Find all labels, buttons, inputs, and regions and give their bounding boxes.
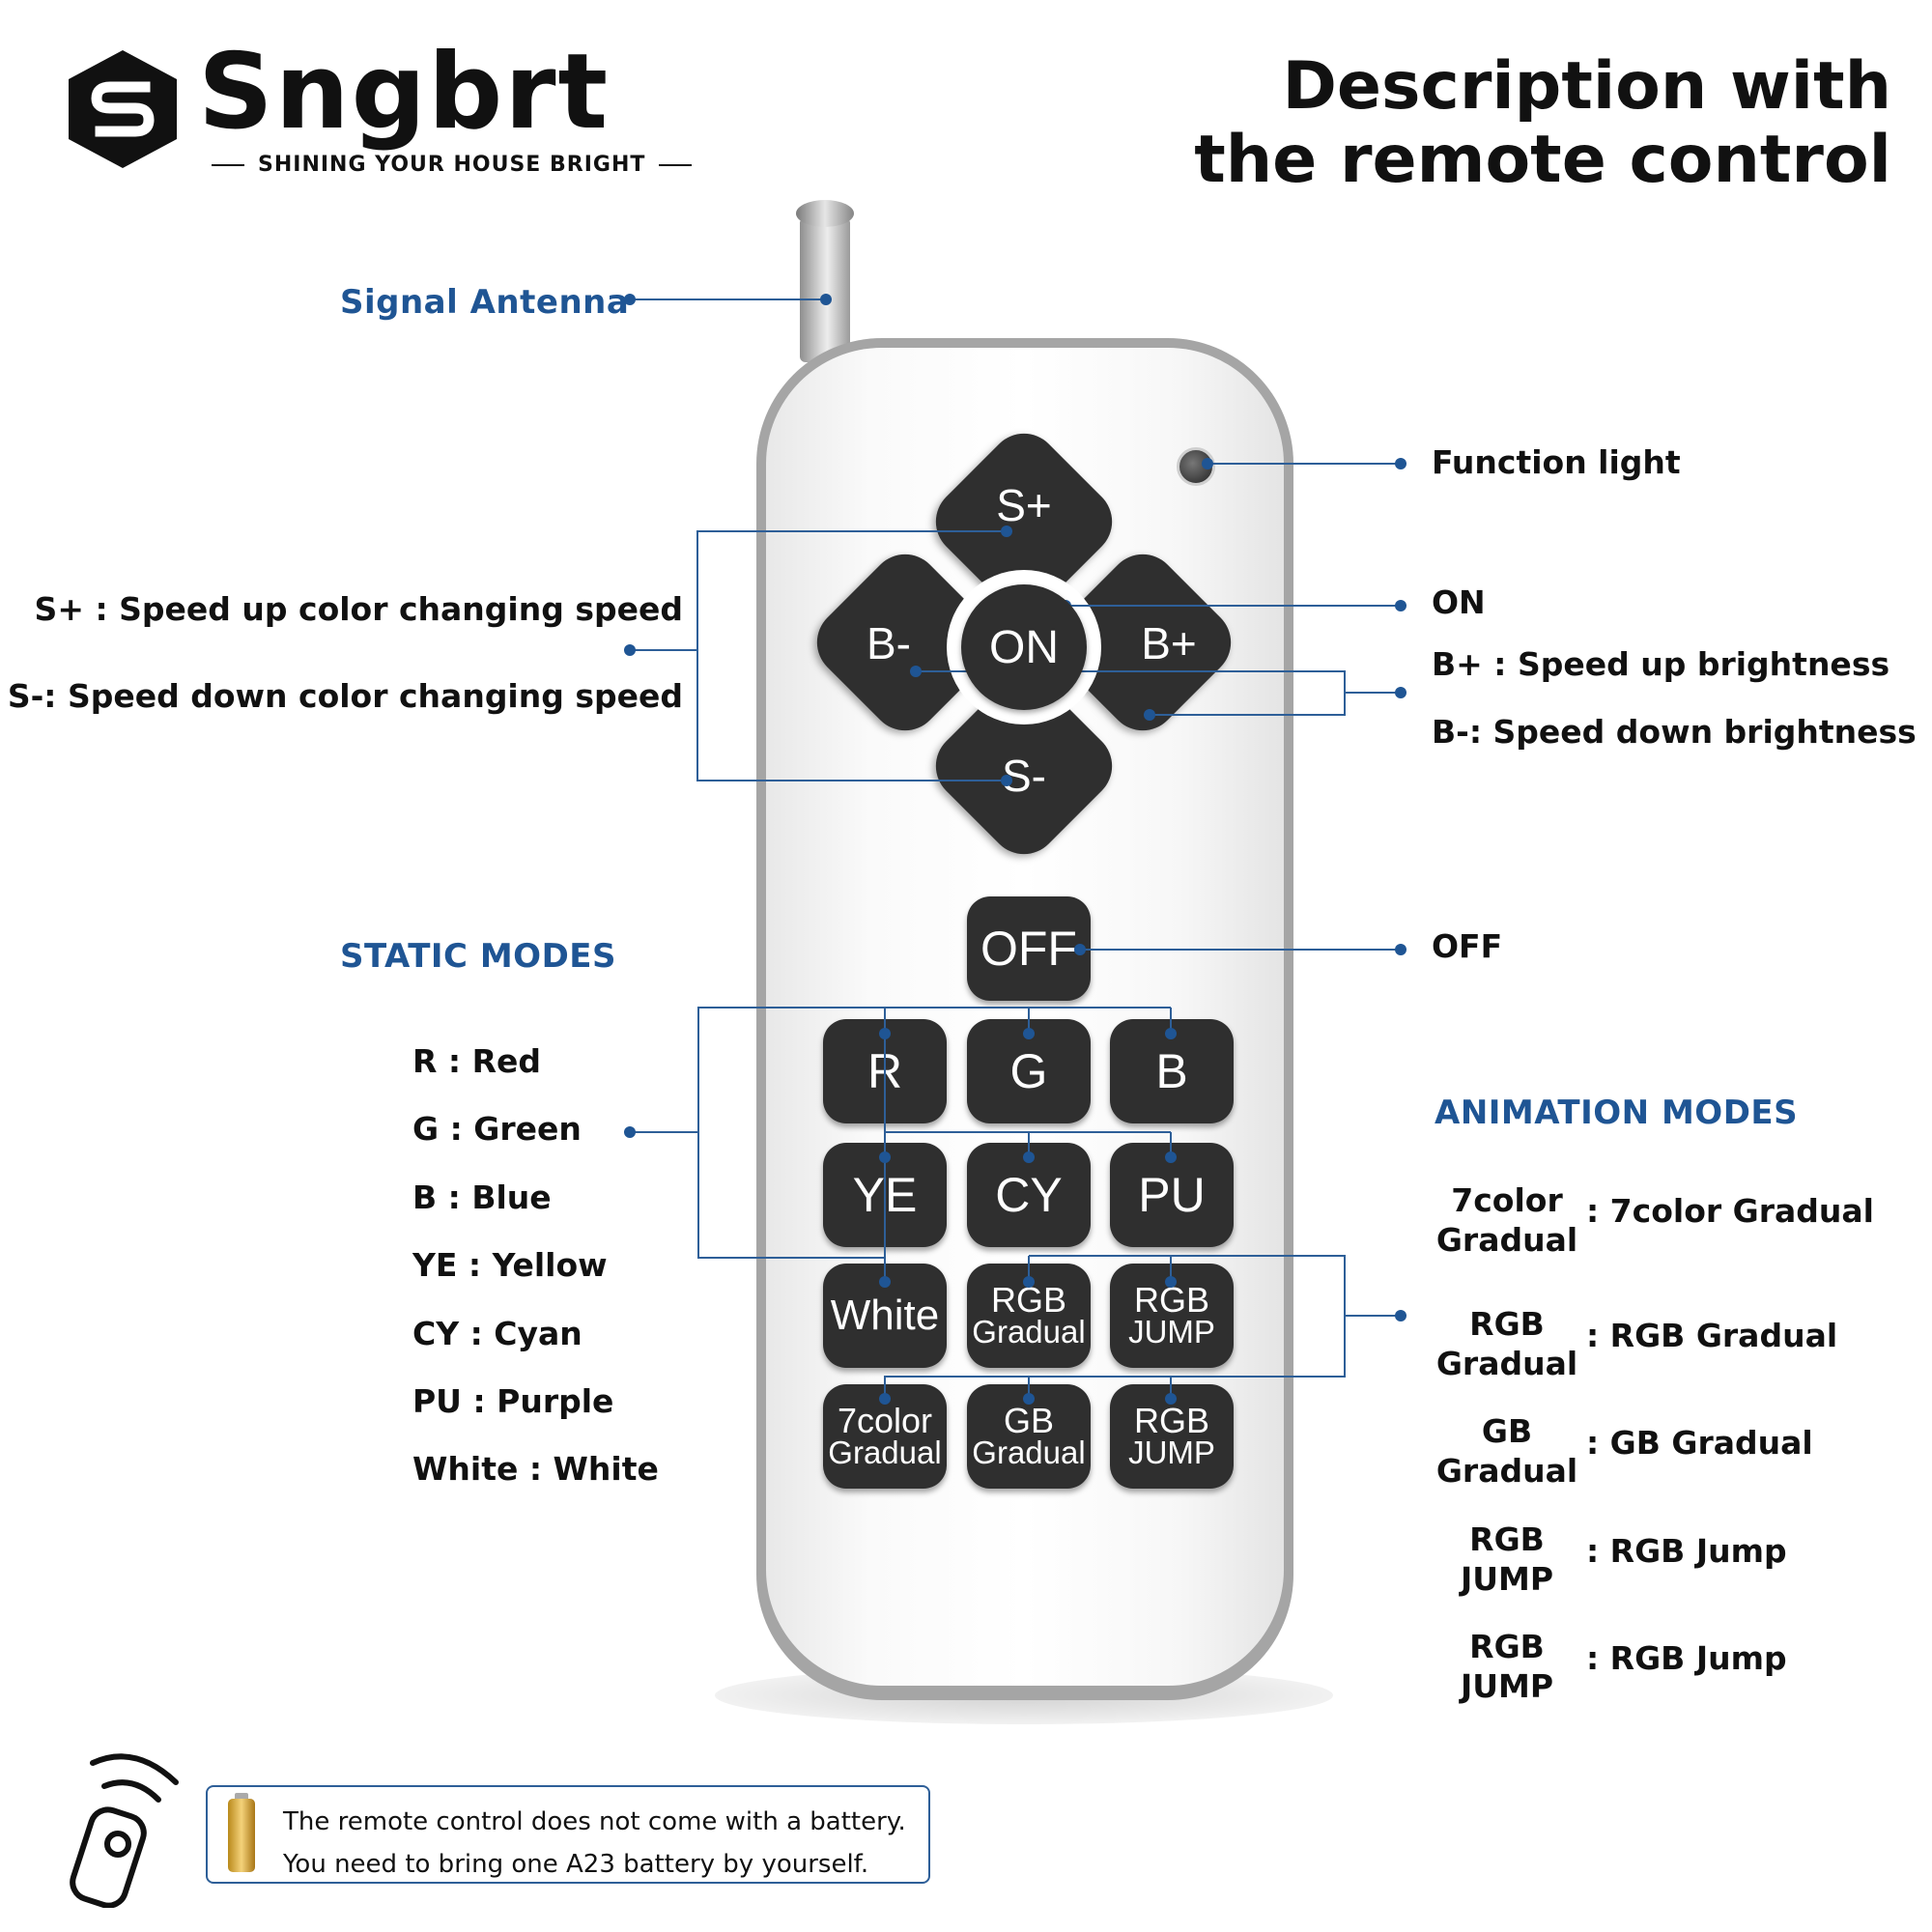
- on-label: ON: [1432, 583, 1486, 621]
- static-mode-item: B : Blue: [412, 1179, 552, 1216]
- s-minus-description: S-: Speed down color changing speed: [7, 677, 683, 715]
- blue-button[interactable]: B: [1110, 1019, 1234, 1123]
- notice-line-2: You need to bring one A23 battery by you…: [283, 1850, 869, 1879]
- static-mode-item: PU : Purple: [412, 1382, 614, 1420]
- battery-notice: [206, 1785, 930, 1884]
- remote-signal-icon: [70, 1753, 179, 1908]
- red-button[interactable]: R: [823, 1019, 947, 1123]
- on-button-label: ON: [989, 622, 1059, 673]
- b-minus-description: B-: Speed down brightness: [1432, 713, 1917, 751]
- s-minus-label: S-: [1002, 751, 1046, 801]
- green-button[interactable]: G: [967, 1019, 1091, 1123]
- animation-mode-desc: : RGB Gradual: [1586, 1317, 1838, 1354]
- static-mode-item: YE : Yellow: [412, 1246, 608, 1284]
- function-light-led: [1177, 447, 1215, 486]
- b-plus-description: B+ : Speed up brightness: [1432, 645, 1890, 683]
- headline-line-1: Description with: [1282, 48, 1891, 125]
- signal-antenna: [800, 217, 850, 362]
- antenna-tip: [796, 200, 854, 227]
- antenna-label: Signal Antenna: [340, 283, 630, 322]
- s-plus-label: S+: [996, 480, 1052, 530]
- purple-button[interactable]: PU: [1110, 1143, 1234, 1247]
- battery-icon: [228, 1799, 255, 1872]
- yellow-button[interactable]: YE: [823, 1143, 947, 1247]
- s-plus-description: S+ : Speed up color changing speed: [34, 590, 683, 628]
- battery-notice-text: The remote control does not come with a …: [283, 1801, 906, 1886]
- static-modes-title: STATIC MODES: [340, 937, 617, 976]
- cyan-button[interactable]: CY: [967, 1143, 1091, 1247]
- animation-mode-desc: : RGB Jump: [1586, 1639, 1787, 1677]
- animation-mode-desc: : 7color Gradual: [1586, 1192, 1874, 1230]
- headline-line-2: the remote control: [1194, 122, 1891, 199]
- static-mode-item: White : White: [412, 1450, 659, 1488]
- sngbrt-logo-icon: [69, 50, 177, 168]
- static-mode-item: G : Green: [412, 1110, 582, 1148]
- animation-mode-desc: : RGB Jump: [1586, 1532, 1787, 1570]
- static-mode-item: R : Red: [412, 1042, 541, 1080]
- static-mode-item: CY : Cyan: [412, 1315, 582, 1352]
- brand-name: Sngbrt: [198, 32, 611, 153]
- off-button[interactable]: OFF: [967, 896, 1091, 1001]
- animation-mode-desc: : GB Gradual: [1586, 1424, 1813, 1462]
- animation-modes-title: ANIMATION MODES: [1435, 1094, 1799, 1132]
- page-headline: Description with the remote control: [1194, 48, 1891, 199]
- notice-line-1: The remote control does not come with a …: [283, 1807, 906, 1836]
- battery-icon-cap: [235, 1793, 248, 1801]
- brand-tagline: SHINING YOUR HOUSE BRIGHT: [198, 153, 705, 177]
- off-label: OFF: [1432, 927, 1503, 965]
- function-light-label: Function light: [1432, 443, 1681, 481]
- b-plus-label: B+: [1141, 618, 1197, 668]
- b-minus-label: B-: [867, 618, 911, 668]
- white-button[interactable]: White: [823, 1264, 947, 1368]
